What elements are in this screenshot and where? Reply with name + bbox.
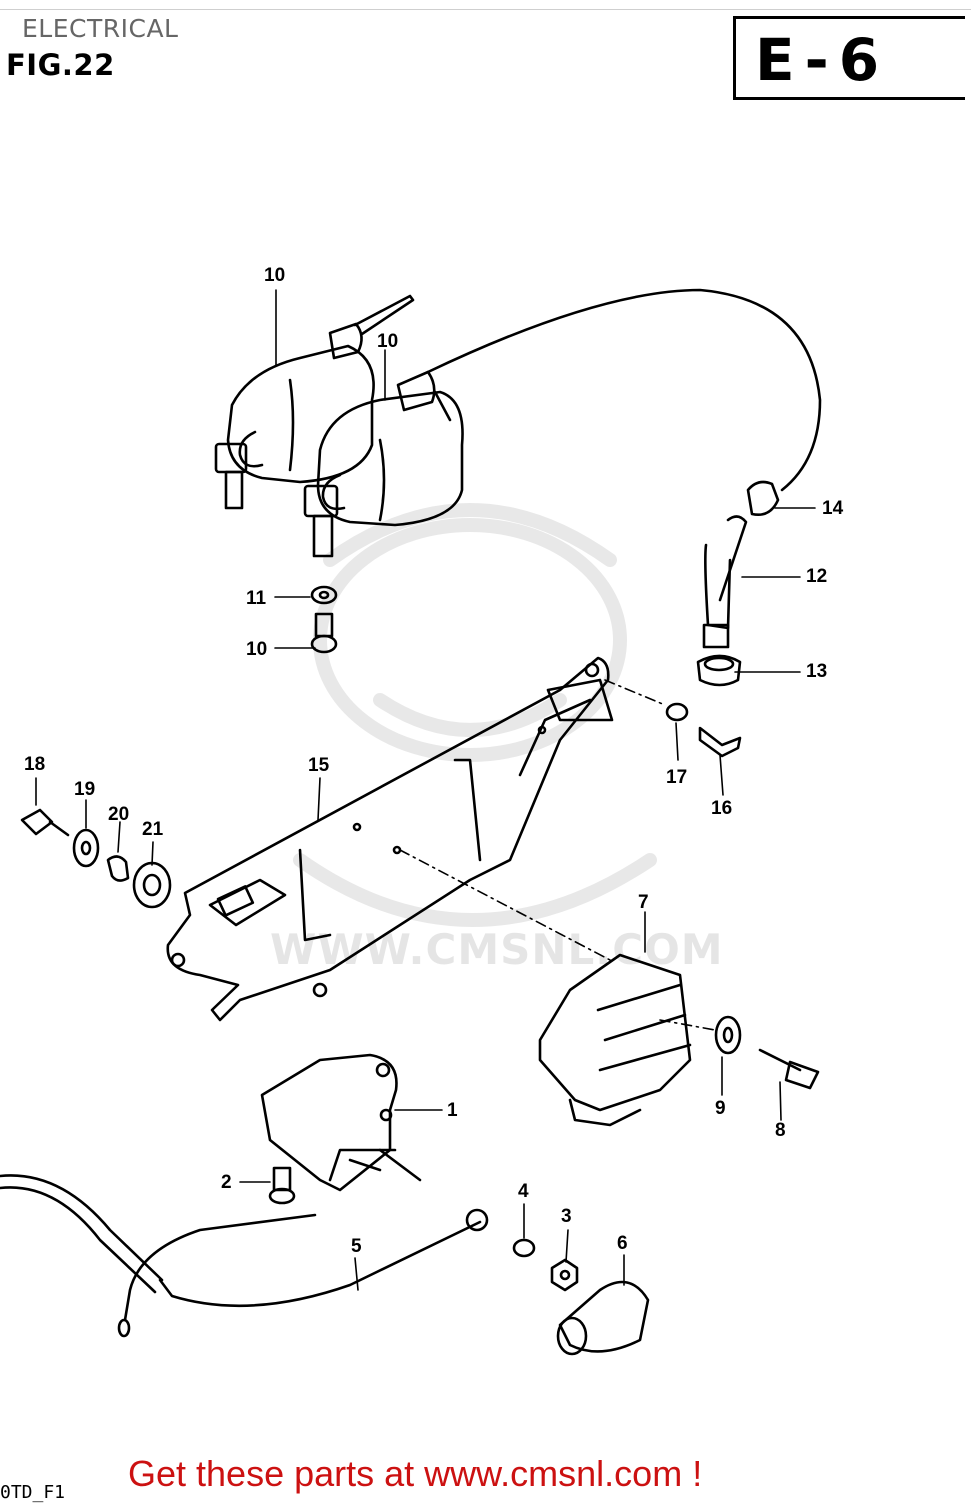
relay-screw bbox=[268, 1166, 296, 1205]
mounting-bracket bbox=[166, 656, 614, 1022]
callout-22: 21 bbox=[142, 819, 164, 840]
callout-11: 10 bbox=[246, 639, 268, 660]
callout-7: 7 bbox=[638, 892, 649, 913]
lead-wire bbox=[0, 1174, 489, 1338]
callout-20: 19 bbox=[74, 779, 96, 800]
callout-6: 6 bbox=[617, 1233, 628, 1254]
callout-16: 15 bbox=[308, 755, 330, 776]
callout-5: 5 bbox=[351, 1236, 362, 1257]
watermark-text: WWW.CMSNL.COM bbox=[270, 925, 724, 974]
callout-18: 17 bbox=[666, 767, 688, 788]
spark-plug-cap-parts bbox=[696, 480, 780, 687]
voltage-regulator bbox=[538, 953, 692, 1127]
ignition-coil-front bbox=[303, 288, 822, 558]
callout-14: 13 bbox=[806, 661, 828, 682]
callout-3: 3 bbox=[561, 1206, 572, 1227]
callout-1: 1 bbox=[447, 1100, 458, 1121]
callout-15: 14 bbox=[822, 498, 844, 519]
footer-parts-link[interactable]: Get these parts at www.cmsnl.com ! bbox=[128, 1453, 703, 1494]
page-code: E-6 bbox=[755, 26, 890, 94]
callout-13: 12 bbox=[806, 566, 828, 587]
callout-17: 16 bbox=[711, 798, 733, 819]
ignition-coil-rear bbox=[214, 294, 415, 510]
section-label: ELECTRICAL bbox=[22, 14, 179, 43]
watermark-logo bbox=[293, 503, 657, 927]
terminal-hardware bbox=[512, 1238, 650, 1356]
callout-21: 20 bbox=[108, 804, 130, 825]
bracket-hardware bbox=[20, 702, 742, 909]
callout-10-rear-coil: 10 bbox=[264, 265, 286, 286]
callout-4: 4 bbox=[518, 1181, 529, 1202]
leader-lines bbox=[35, 289, 816, 1291]
footer-page-code: 0TD_F1 bbox=[0, 1482, 66, 1503]
callout-10-front-coil: 10 bbox=[377, 331, 399, 352]
callout-19: 18 bbox=[24, 754, 46, 775]
regulator-screw-washer bbox=[714, 1015, 820, 1090]
top-rule bbox=[0, 9, 971, 10]
coil-mount-hardware bbox=[310, 585, 338, 654]
callout-12: 11 bbox=[246, 588, 267, 609]
callout-2: 2 bbox=[221, 1172, 232, 1193]
alignment-lines bbox=[399, 679, 716, 1031]
starter-relay bbox=[260, 1053, 422, 1192]
callout-9: 9 bbox=[715, 1098, 726, 1119]
callout-8: 8 bbox=[775, 1120, 786, 1141]
page-code-box bbox=[733, 16, 965, 100]
figure-number: FIG.22 bbox=[6, 48, 115, 82]
